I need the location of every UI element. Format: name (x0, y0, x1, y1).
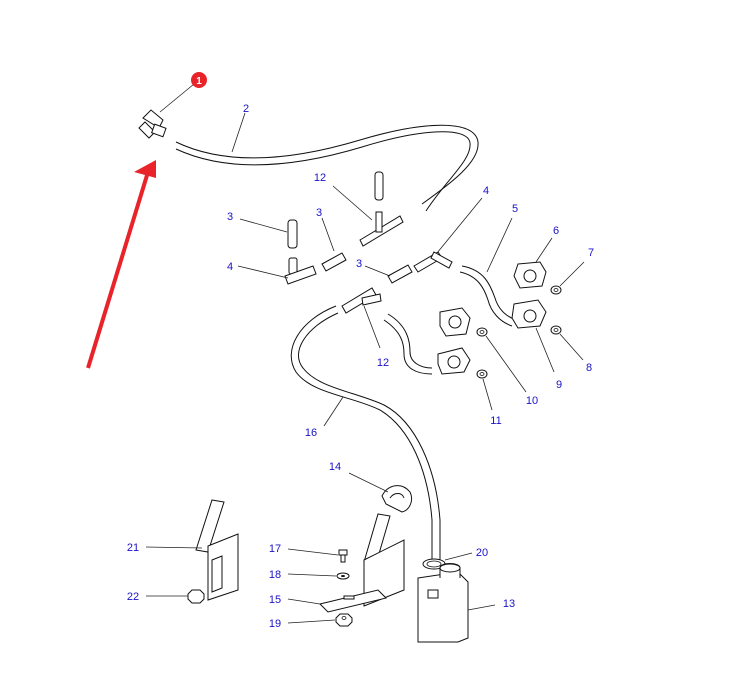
callout-9: 9 (556, 379, 562, 391)
callout-11: 11 (490, 415, 501, 427)
part-15-bracket (287, 513, 405, 613)
part-10-nozzle-left (437, 307, 471, 375)
part-13-reservoir (417, 563, 496, 643)
callout-3: 3 (356, 258, 362, 270)
callout-12: 12 (314, 172, 326, 184)
part-7-washer (550, 261, 585, 295)
part-5-hose (459, 217, 517, 327)
callout-2: 2 (243, 103, 249, 115)
part-11-washer (476, 369, 493, 411)
callout-6: 6 (553, 225, 559, 237)
callout-18: 18 (269, 569, 281, 581)
part-3-tube-middle (321, 217, 347, 272)
callout-3: 3 (316, 207, 322, 219)
part-17-bolt (287, 548, 348, 563)
part-3-tube-right (364, 264, 413, 284)
part-14-clamp (348, 472, 413, 513)
part-4-elbow-left (237, 257, 317, 285)
callout-13: 13 (503, 598, 515, 610)
highlight-badge: 1 (191, 72, 207, 88)
part-18-washer (287, 572, 350, 580)
part-2-hose (175, 112, 479, 212)
callout-17: 17 (269, 543, 281, 555)
part-3-tube-left (239, 218, 298, 249)
callout-8: 8 (586, 362, 592, 374)
callout-14: 14 (329, 461, 341, 473)
part-4-elbow-right (413, 197, 483, 273)
hose-short-lower (383, 313, 433, 375)
part-21-bracket (145, 499, 239, 601)
callout-labels: 2 3 3 3 4 4 5 6 7 8 9 10 11 12 12 13 14 … (127, 103, 594, 630)
callout-22: 22 (127, 591, 139, 603)
part-16-hose (290, 305, 441, 560)
callout-12: 12 (377, 357, 389, 369)
part-12-y-connector-lower (341, 287, 382, 349)
part-8-washer (550, 325, 584, 361)
part-19-nut (287, 613, 353, 627)
part-10-washer (476, 327, 527, 393)
callout-21: 21 (127, 542, 139, 554)
callout-7: 7 (588, 247, 594, 259)
callout-10: 10 (526, 395, 538, 407)
part-6-nozzle (513, 237, 553, 289)
part-12-t-connector-upper (332, 171, 404, 247)
callout-3: 3 (227, 211, 233, 223)
callout-15: 15 (269, 594, 281, 606)
pointer-arrow (86, 160, 156, 369)
callout-20: 20 (476, 547, 488, 559)
callout-4: 4 (483, 185, 489, 197)
highlight-badge-number: 1 (196, 76, 202, 87)
part-9-nozzle (511, 299, 555, 373)
callout-5: 5 (512, 203, 518, 215)
callout-4: 4 (227, 261, 233, 273)
callout-19: 19 (269, 618, 281, 630)
part-22-nut (146, 589, 205, 604)
part-1-elbow-fitting (138, 83, 195, 139)
callout-16: 16 (305, 427, 317, 439)
